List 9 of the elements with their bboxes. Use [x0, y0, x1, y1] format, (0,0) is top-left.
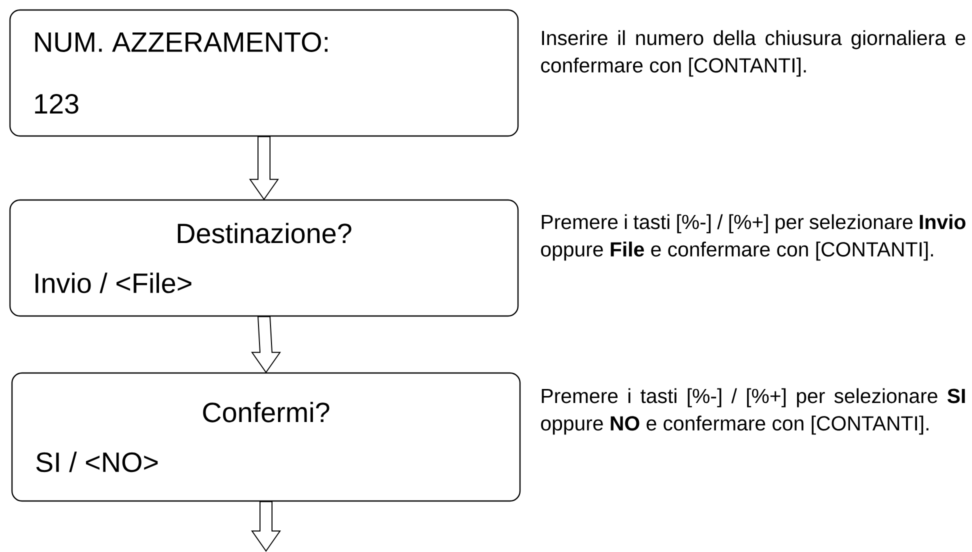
description-text: Premere i tasti [%-] / [%+] per selezionare Invio oppure File e confermare con [CONTANTI]. [541, 214, 966, 261]
description-text: Premere i tasti [%-] / [%+] per selezionare SI oppure NO e confermare con [CONTANTI]. [541, 388, 965, 435]
display-box: Destinazione? Invio / <File> [9, 199, 519, 317]
hollow-arrow [249, 136, 279, 200]
description-text: Inserire il numero della chiusura giornaliera e confermare con [CONTANTI]. [541, 30, 966, 77]
hollow-arrow [251, 501, 281, 552]
display-box: NUM. AZZERAMENTO: 123 [9, 9, 519, 137]
hollow-arrow [251, 316, 281, 374]
display-box: Confermi? SI / <NO> [11, 372, 521, 502]
